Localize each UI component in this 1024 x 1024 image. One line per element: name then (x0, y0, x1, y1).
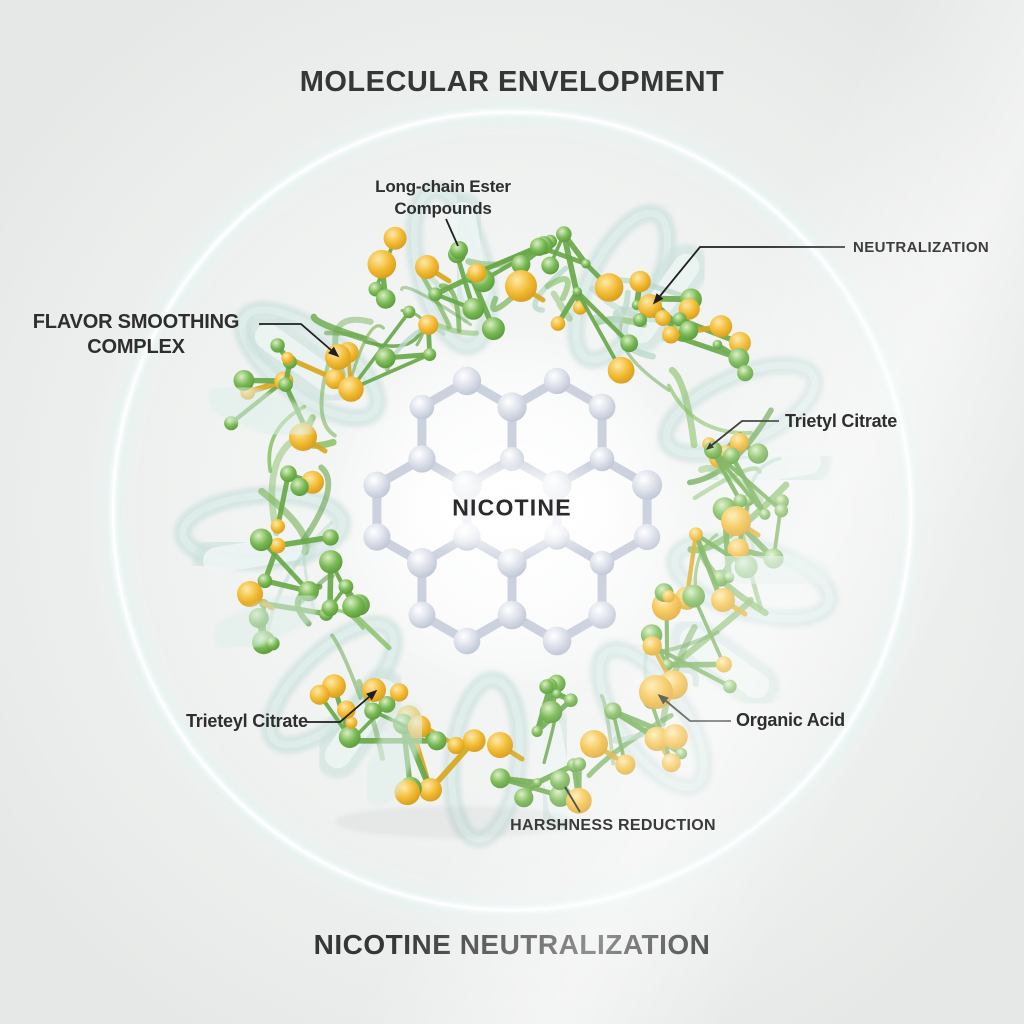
callout-flavor-line2: COMPLEX (87, 336, 185, 358)
callout-lines (259, 218, 845, 813)
callout-long-chain-ester: Long-chain Ester Compounds (375, 176, 511, 221)
page-subtitle: NICOTINE NEUTRALIZATION (313, 929, 711, 960)
callout-long-chain-line2: Compounds (394, 199, 492, 219)
callout-organic-acid: Organic Acid (736, 710, 845, 730)
callout-trietyl-citrate-right: Trietyl Citrate (785, 411, 898, 431)
envelope-front-layer (208, 378, 830, 838)
callout-long-chain-line1: Long-chain Ester (375, 177, 511, 196)
page-title: MOLECULAR ENVELOPMENT (299, 66, 725, 98)
callout-flavor-line1: FLAVOR SMOOTHING (32, 311, 240, 333)
nicotine-core-label: NICOTINE (452, 494, 572, 521)
envelope-glow-ring (106, 105, 918, 917)
callout-harshness-reduction: HARSHNESS REDUCTION (510, 817, 716, 834)
callout-neutralization: NEUTRALIZATION (853, 239, 990, 256)
label-backdrop (415, 466, 609, 550)
callout-flavor-smoothing-complex: FLAVOR SMOOTHING COMPLEX (32, 310, 240, 360)
callout-trieteyl-citrate-left: Trieteyl Citrate (186, 711, 308, 731)
